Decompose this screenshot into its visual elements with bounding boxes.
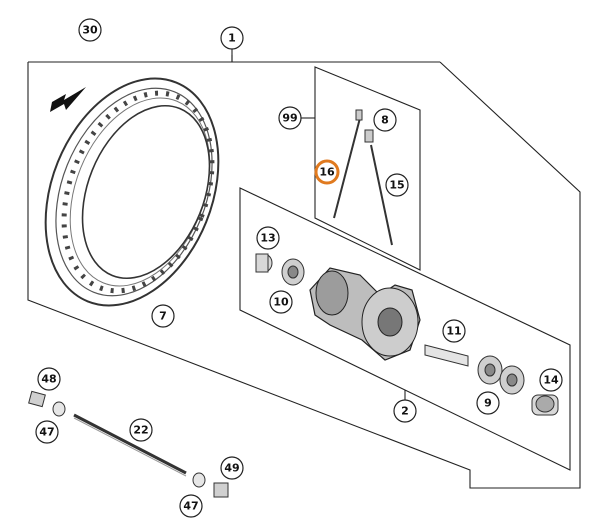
callout-16[interactable]: 16: [314, 159, 340, 185]
callout-7[interactable]: 7: [151, 304, 175, 328]
hub-parts: [255, 253, 559, 416]
svg-text:16: 16: [319, 166, 335, 179]
wheel-rim: [44, 77, 220, 307]
svg-text:2: 2: [401, 405, 409, 418]
callout-10[interactable]: 10: [269, 290, 293, 314]
rotation-arrow-icon: [50, 87, 86, 112]
callout-30[interactable]: 30: [78, 18, 102, 42]
callout-9[interactable]: 9: [476, 391, 500, 415]
callout-49[interactable]: 49: [220, 456, 244, 480]
svg-text:7: 7: [159, 310, 167, 323]
callout-48[interactable]: 48: [37, 367, 61, 391]
svg-text:11: 11: [446, 325, 461, 338]
svg-text:13: 13: [260, 232, 275, 245]
callout-1[interactable]: 1: [220, 26, 244, 50]
spoke-parts: [333, 109, 393, 246]
svg-text:8: 8: [381, 114, 389, 127]
callout-14[interactable]: 14: [539, 368, 563, 392]
callout-11[interactable]: 11: [442, 319, 466, 343]
callout-22[interactable]: 22: [129, 418, 153, 442]
svg-text:47: 47: [183, 500, 198, 513]
svg-text:49: 49: [224, 462, 239, 475]
svg-text:14: 14: [543, 374, 559, 387]
callout-2[interactable]: 2: [393, 399, 417, 423]
callout-47-top[interactable]: 47: [35, 420, 59, 444]
callout-13[interactable]: 13: [256, 226, 280, 250]
callout-15[interactable]: 15: [385, 173, 409, 197]
svg-text:9: 9: [484, 397, 492, 410]
svg-text:47: 47: [39, 426, 54, 439]
hub-assembly-box: [239, 187, 571, 471]
svg-text:30: 30: [82, 24, 98, 37]
svg-text:48: 48: [41, 373, 56, 386]
svg-text:15: 15: [389, 179, 404, 192]
callout-47-bottom[interactable]: 47: [179, 494, 203, 518]
svg-text:22: 22: [133, 424, 148, 437]
callout-8[interactable]: 8: [373, 108, 397, 132]
axle-parts: [28, 390, 229, 498]
svg-text:99: 99: [282, 112, 297, 125]
svg-text:1: 1: [228, 32, 236, 45]
callout-99[interactable]: 99: [278, 106, 302, 130]
svg-text:10: 10: [273, 296, 289, 309]
